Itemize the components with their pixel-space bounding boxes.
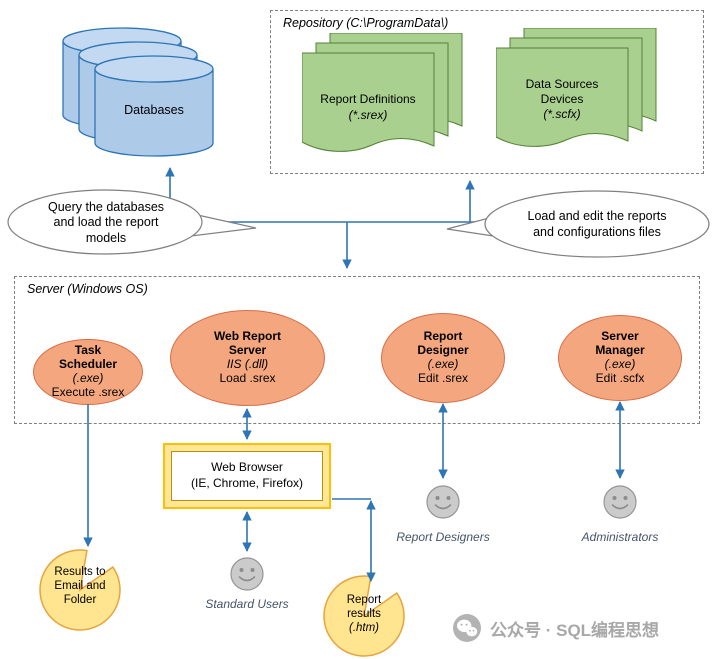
query-callout-text: Query the databases and load the report … [47, 199, 165, 245]
data-sources-line2: Devices [541, 92, 584, 106]
results-email-folder-label: Results to Email and Folder [54, 566, 106, 606]
user-smiley-icon [603, 485, 637, 519]
report-definitions-title: Report Definitions [320, 92, 415, 106]
task-scheduler-subtitle: (.exe) [72, 371, 104, 385]
task-scheduler-node: Task Scheduler (.exe) Execute .srex [33, 339, 143, 405]
report-designers-icon [425, 484, 461, 523]
web-browser-subtitle: (IE, Chrome, Firefox) [190, 476, 304, 490]
web-report-server-title: Web Report Server [213, 329, 282, 358]
report-definitions-docs [301, 32, 463, 152]
report-designer-title: Report Designer [417, 329, 469, 358]
administrators-icon [602, 484, 638, 523]
databases-node: Databases [55, 20, 220, 163]
report-designer-subtitle: (.exe) [427, 357, 459, 371]
task-scheduler-action: Execute .srex [51, 384, 125, 399]
web-browser-title: Web Browser [211, 460, 283, 475]
web-report-server-action: Load .srex [219, 370, 276, 385]
data-sources-node: Data Sources Devices (*.scfx) [495, 27, 661, 161]
administrators-label: Administrators [581, 530, 659, 544]
output-circle-icon [39, 549, 121, 631]
server-manager-action: Edit .scfx [595, 370, 645, 385]
repository-group: Repository (C:\ProgramData\) [270, 10, 704, 174]
report-designer-action: Edit .srex [417, 370, 468, 385]
report-definitions-node: Report Definitions (*.srex) [301, 32, 467, 166]
report-designer-node: Report Designer (.exe) Edit .srex [381, 313, 505, 403]
server-manager-subtitle: (.exe) [604, 357, 636, 371]
databases-icon: Databases [62, 27, 214, 157]
report-results-label: Report results (.htm) [346, 594, 382, 634]
server-group: Server (Windows OS) [14, 276, 700, 424]
user-smiley-icon [230, 557, 264, 591]
server-manager-node: Server Manager (.exe) Edit .scfx [558, 315, 682, 401]
watermark-text: 公众号 · SQL编程思想 [490, 620, 660, 640]
web-browser-node: Web Browser (IE, Chrome, Firefox) [163, 443, 331, 509]
database-cylinders [62, 27, 214, 157]
standard-users-label: Standard Users [205, 597, 289, 611]
load-callout-text: Load and edit the reports and configurat… [527, 209, 667, 239]
databases-label: Databases [124, 103, 184, 117]
output-circle-icon [323, 575, 405, 657]
standard-users-icon [229, 556, 265, 595]
web-report-server-subtitle: IIS (.dll) [226, 357, 269, 371]
data-sources-docs [495, 27, 657, 147]
repository-title: Repository (C:\ProgramData\) [283, 16, 449, 30]
server-title: Server (Windows OS) [27, 282, 148, 296]
data-sources-line1: Data Sources [526, 77, 599, 91]
watermark: 公众号 · SQL编程思想 [452, 613, 659, 643]
report-results-node [322, 574, 406, 659]
user-smiley-icon [426, 485, 460, 519]
document-stack-icon: Data Sources Devices (*.scfx) [495, 27, 657, 147]
web-browser-inner: Web Browser (IE, Chrome, Firefox) [171, 451, 323, 501]
task-scheduler-title: Task Scheduler [58, 343, 118, 372]
data-sources-ext: (*.scfx) [543, 107, 580, 121]
results-email-folder-node [38, 548, 122, 635]
wechat-icon [453, 614, 481, 642]
web-report-server-node: Web Report Server IIS (.dll) Load .srex [170, 310, 325, 406]
server-manager-title: Server Manager [595, 329, 645, 358]
document-stack-icon: Report Definitions (*.srex) [301, 32, 463, 152]
report-designers-label: Report Designers [396, 530, 490, 544]
report-definitions-ext: (*.srex) [349, 108, 388, 122]
